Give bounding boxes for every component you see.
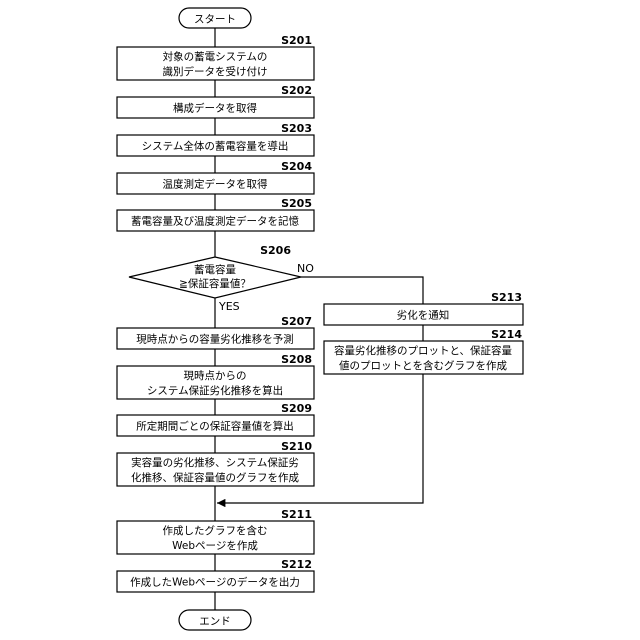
process-s210-line-1: 実容量の劣化推移、システム保証劣 [131,456,299,469]
process-s202-line-1: 構成データを取得 [173,102,257,115]
process-s211-line-1: 作成したグラフを含む [163,524,268,537]
step-id-s214: S214 [491,328,522,341]
step-id-s201: S201 [281,34,312,47]
process-s204-line-1: 温度測定データを取得 [163,178,268,191]
step-id-s212: S212 [281,558,312,571]
step-id-s206: S206 [260,244,291,257]
connector-s206-s213-no [301,277,423,304]
end-label: エンド [199,616,231,628]
decision-s206-line-1: 蓄電容量 [194,263,236,276]
step-id-s207: S207 [281,315,312,328]
process-s214-line-2: 値のプロットとを含むグラフを作成 [339,359,507,372]
start-label: スタート [194,14,236,26]
decision-no-label: NO [297,262,314,275]
step-id-s210: S210 [281,440,312,453]
step-id-s209: S209 [281,402,312,415]
step-id-s204: S204 [281,160,312,173]
decision-s206-line-2: ≧保証容量値？ [179,277,251,290]
process-s211-line-2: Webページを作成 [172,540,258,552]
process-s207-line-1: 現時点からの容量劣化推移を予測 [136,333,294,346]
step-id-s202: S202 [281,84,312,97]
process-s212-line-1: 作成したWebページのデータを出力 [130,576,300,589]
process-s210-line-2: 化推移、保証容量値のグラフを作成 [131,471,299,484]
step-id-s211: S211 [281,508,312,521]
process-s203-line-1: システム全体の蓄電容量を導出 [142,140,289,153]
step-id-s205: S205 [281,197,312,210]
step-id-s213: S213 [491,291,522,304]
process-s201-line-2: 識別データを受け付け [163,65,268,78]
process-s201-line-1: 対象の蓄電システムの [163,50,268,63]
decision-yes-label: YES [218,300,240,313]
process-s209-line-1: 所定期間ごとの保証容量値を算出 [136,420,293,433]
process-s208-line-1: 現時点からの [184,370,247,382]
process-s205-line-1: 蓄電容量及び温度測定データを記憶 [131,215,299,228]
process-s208-line-2: システム保証劣化推移を算出 [147,384,283,397]
process-s214-line-1: 容量劣化推移のプロットと、保証容量 [334,344,513,357]
process-s213-line-1: 劣化を通知 [397,309,450,322]
step-id-s203: S203 [281,122,312,135]
step-id-s208: S208 [281,353,312,366]
